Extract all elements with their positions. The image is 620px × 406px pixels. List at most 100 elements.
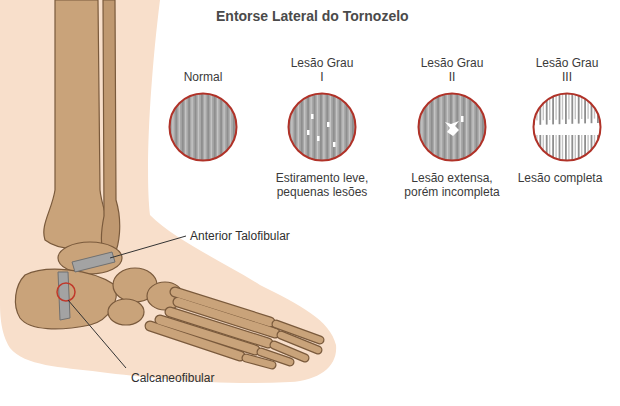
circle-shape — [532, 92, 602, 162]
ligament-circle: Normal — [168, 92, 238, 162]
fiber — [533, 135, 535, 162]
fiber — [466, 92, 467, 162]
fiber — [191, 92, 192, 162]
fiber — [482, 92, 484, 162]
fiber — [336, 92, 337, 162]
grade-heading: Normal — [171, 70, 235, 84]
fiber — [201, 92, 203, 162]
fiber — [460, 92, 461, 162]
fiber — [294, 92, 296, 162]
circle-border — [534, 94, 601, 161]
injury-marker — [57, 283, 75, 301]
fiber — [207, 92, 209, 162]
fiber — [317, 92, 318, 162]
fiber — [437, 92, 439, 162]
fiber — [301, 92, 303, 162]
circle-shape — [168, 92, 238, 162]
ligament-label: Calcaneofibular — [131, 371, 214, 385]
fiber — [536, 92, 537, 120]
fiber — [562, 92, 563, 120]
fiber — [591, 92, 593, 123]
cuboid-bone — [108, 299, 144, 325]
fiber — [217, 92, 218, 162]
fiber-ground — [168, 92, 238, 162]
fiber — [479, 92, 480, 162]
fiber — [330, 92, 331, 162]
fiber — [594, 135, 595, 162]
fiber — [233, 92, 235, 162]
grade-heading: Lesão Grau III — [535, 56, 599, 84]
fiber — [571, 92, 573, 124]
ligament-label: Anterior Talofibular — [190, 229, 290, 243]
grade-caption: Lesão extensa, porém incompleta — [396, 171, 508, 199]
fiber — [568, 135, 569, 162]
leader-line — [110, 236, 186, 258]
fiber — [220, 92, 222, 162]
fiber — [587, 92, 588, 119]
ligament-fibers — [287, 92, 357, 162]
fiber — [434, 92, 435, 162]
grade-caption: Estiramento leve, pequenas lesões — [266, 171, 378, 199]
fiber — [584, 92, 586, 123]
ligament-fibers — [532, 92, 602, 162]
tibia-bone — [44, 0, 109, 249]
fiber-ground — [417, 92, 487, 162]
fiber — [447, 92, 448, 162]
fiber — [339, 92, 341, 162]
fiber — [469, 92, 471, 162]
fiber — [172, 92, 173, 162]
ligament-circle: Lesão Grau IIILesão completa — [532, 92, 602, 162]
fiber-tear — [327, 122, 330, 127]
fiber — [456, 92, 458, 162]
fiber — [600, 92, 601, 118]
ligament-fibers — [168, 92, 238, 162]
fiber — [182, 92, 184, 162]
fiber — [421, 92, 422, 162]
fiber — [587, 135, 588, 162]
talofibular-ligament — [72, 252, 115, 272]
fiber — [549, 135, 550, 162]
grade-heading: Lesão Grau II — [420, 56, 484, 84]
fiber — [431, 92, 433, 162]
circle-border — [170, 94, 237, 161]
fiber — [600, 135, 601, 162]
grade-heading: Lesão Grau I — [290, 56, 354, 84]
fiber — [175, 92, 177, 162]
circle-border — [419, 94, 486, 161]
fiber-tear — [311, 114, 314, 119]
metatarsals — [150, 292, 320, 365]
fiber — [204, 92, 205, 162]
calcaneofibular-ligament — [58, 272, 70, 320]
fiber — [188, 92, 190, 162]
fiber-tear — [333, 142, 336, 147]
fiber — [463, 92, 465, 162]
fiber-tear — [461, 116, 464, 122]
fiber-tear — [307, 130, 310, 135]
ligament-circle: Lesão Grau IEstiramento leve, pequenas l… — [287, 92, 357, 162]
fiber-tear — [317, 136, 320, 141]
fiber — [594, 92, 595, 119]
fiber — [546, 135, 548, 162]
fiber — [444, 92, 446, 162]
fibula-bone — [102, 0, 120, 262]
fiber — [291, 92, 292, 162]
fiber — [559, 92, 561, 124]
fiber — [440, 92, 441, 162]
fiber — [559, 135, 561, 162]
fiber — [549, 92, 550, 120]
fiber — [198, 92, 199, 162]
fiber-ground — [532, 92, 602, 162]
fiber — [543, 135, 544, 162]
talus-bone — [58, 242, 122, 274]
fiber — [211, 92, 212, 162]
fiber — [543, 92, 544, 120]
diagram-title: Entorse Lateral do Tornozelo — [216, 8, 409, 24]
fiber — [546, 92, 548, 125]
fiber — [320, 92, 322, 162]
fiber — [214, 92, 216, 162]
grade-caption: Lesão completa — [504, 171, 616, 185]
fiber — [304, 92, 305, 162]
fiber — [584, 135, 586, 162]
fiber-tear — [445, 121, 459, 136]
fiber — [575, 92, 576, 119]
